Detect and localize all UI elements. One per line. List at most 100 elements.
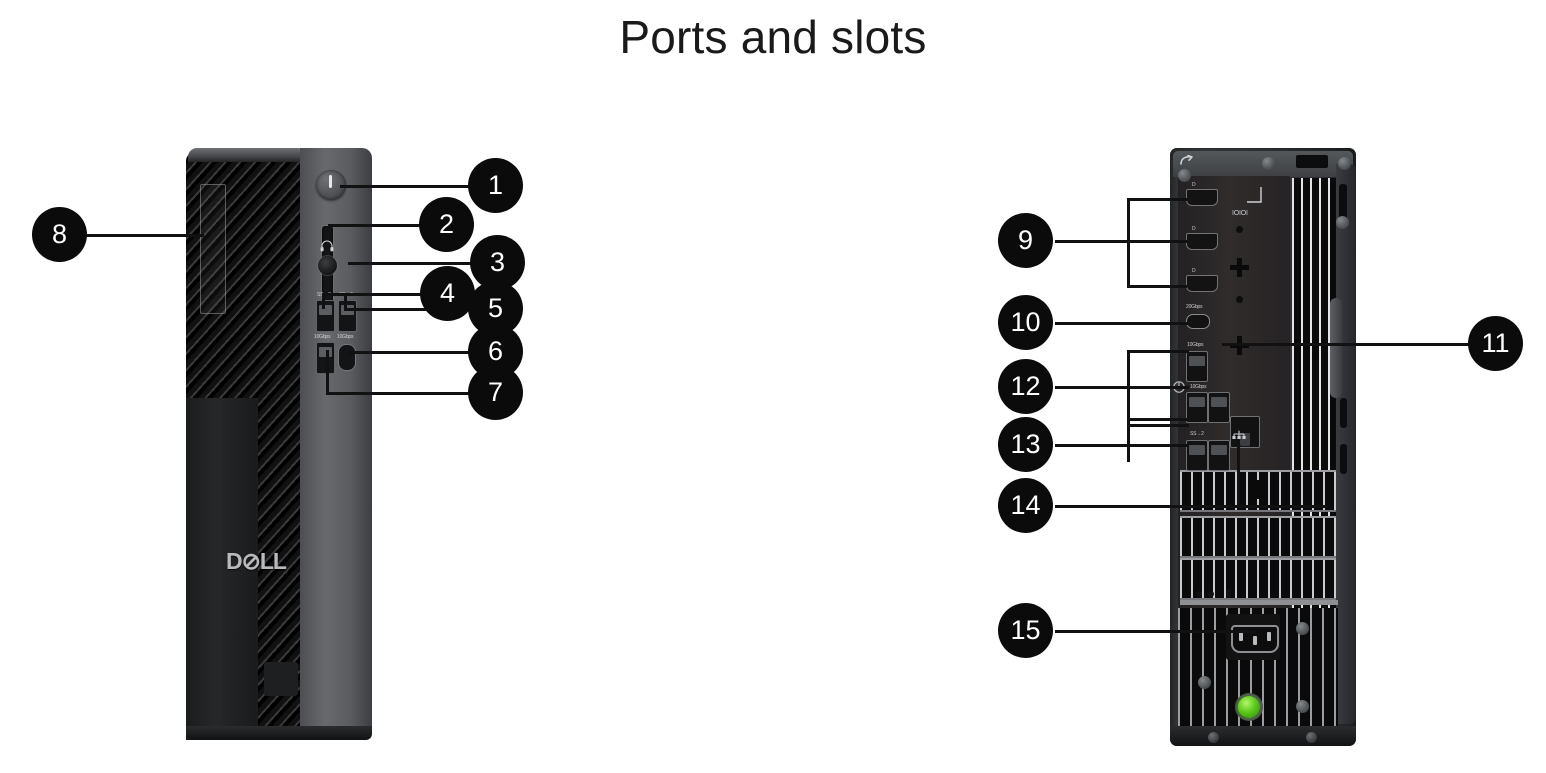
dell-logo: D⊘LL	[226, 548, 287, 574]
foot-screw-right	[1306, 732, 1317, 743]
displayport-1	[1186, 189, 1218, 206]
usb-a-port-right	[338, 300, 357, 332]
dp-3-label: D	[1192, 268, 1196, 274]
callout-badge-11[interactable]: 11	[1468, 316, 1523, 371]
chassis-dot-1	[1196, 591, 1202, 597]
expansion-bracket-divider	[1180, 600, 1338, 605]
power-pin-left	[1239, 632, 1243, 641]
usb-bottom-right-label: 10Gbps	[337, 334, 354, 340]
front-bezel	[300, 148, 372, 740]
rear-view-illustration: D D D IOIOI 20Gbps 10Gbps 10Gbps SS→2	[1170, 148, 1356, 748]
power-pin-right	[1267, 632, 1271, 641]
usb-bottom-left-label: 10Gbps	[314, 334, 331, 340]
psu-screw-bottom-right	[1296, 700, 1309, 713]
dp-1-label: D	[1192, 182, 1196, 188]
callout-badge-10[interactable]: 10	[998, 295, 1053, 350]
bracket-corner-icon	[1247, 187, 1262, 203]
leader-line-11	[1222, 343, 1474, 346]
kensington-lock-slot	[1339, 184, 1347, 224]
leader-line-2	[328, 224, 424, 227]
usb-a-rear-low-2	[1208, 440, 1230, 471]
leader-line-1	[340, 185, 472, 188]
callout-badge-9[interactable]: 9	[998, 213, 1053, 268]
dp-2-label: D	[1192, 226, 1196, 232]
callout-badge-3[interactable]: 3	[470, 235, 525, 290]
release-latch-arrow-icon	[1180, 155, 1193, 165]
leader-line-5	[344, 308, 472, 311]
callout-badge-15[interactable]: 15	[998, 603, 1053, 658]
usb-a-rear-low-1	[1186, 440, 1208, 471]
rear-handle-bar	[1330, 298, 1342, 398]
psu-screw-right	[1296, 622, 1309, 635]
page-title: Ports and slots	[619, 11, 927, 63]
rear-screw-top-left	[1178, 169, 1191, 182]
psu-screw-left	[1198, 676, 1211, 689]
expansion-slot-plus-icon	[1248, 480, 1267, 499]
headphone-icon	[320, 240, 334, 252]
leader-line-7	[326, 392, 472, 395]
power-icon	[329, 175, 332, 188]
bracket-13-vert	[1127, 418, 1130, 462]
leader-line-13	[1055, 444, 1189, 447]
usb-low-label: SS→2	[1190, 431, 1204, 437]
callout-badge-14[interactable]: 14	[998, 478, 1053, 533]
power-connector-inner	[1231, 625, 1279, 653]
leader-line-12	[1055, 386, 1189, 389]
usb-a-port-left	[316, 300, 335, 332]
callout-badge-7[interactable]: 7	[468, 365, 523, 420]
leader-ethernet-vert	[1237, 440, 1240, 506]
leader-line-10	[1055, 322, 1191, 325]
bracket-12-bot	[1127, 424, 1189, 427]
leader-line-8	[86, 234, 204, 237]
ethernet-port	[1230, 416, 1260, 448]
headphone-jack	[318, 256, 337, 275]
chassis-dot-3	[1226, 589, 1231, 598]
rear-foot	[1170, 726, 1356, 746]
callout-badge-8[interactable]: 8	[32, 207, 87, 262]
front-badge	[264, 662, 298, 696]
displayport-3	[1186, 275, 1218, 292]
leader-line-5-vert	[344, 296, 347, 310]
callout-badge-4[interactable]: 4	[420, 266, 475, 321]
leader-line-9	[1055, 240, 1187, 243]
rear-screw-thumb	[1336, 216, 1349, 229]
callout-badge-13[interactable]: 13	[998, 417, 1053, 472]
usb-a-rear-mid-3	[1208, 392, 1230, 423]
callout-badge-2[interactable]: 2	[419, 197, 474, 252]
rear-padlock-loop-lower	[1340, 444, 1347, 474]
usb-c-port-rear	[1186, 314, 1210, 329]
leader-line-15	[1055, 630, 1255, 633]
io-dot-upper	[1236, 226, 1243, 233]
leader-line-3	[348, 262, 474, 265]
leader-line-4	[322, 293, 424, 296]
io-plus-upper	[1230, 258, 1249, 277]
front-foot	[186, 726, 372, 740]
foot-screw-left	[1208, 732, 1219, 743]
usb-c-port	[338, 344, 356, 371]
psu-diagnostic-led	[1238, 696, 1260, 718]
bracket-13-top	[1127, 418, 1189, 421]
bracket-9-vert	[1127, 198, 1130, 288]
rear-screw-top-mid	[1262, 157, 1275, 170]
leader-line-4-vert	[322, 293, 325, 309]
serial-port-label: IOIOI	[1232, 210, 1248, 217]
leader-line-14	[1055, 505, 1327, 508]
front-view-illustration: SS→2 SS→2 10Gbps 10Gbps D⊘LL	[186, 148, 372, 740]
displayport-2	[1186, 233, 1218, 250]
side-panel-release-area	[200, 184, 226, 314]
bracket-9-bot	[1127, 285, 1187, 288]
callout-badge-1[interactable]: 1	[468, 158, 523, 213]
expansion-card-slot-3	[1180, 558, 1336, 600]
front-top-bevel	[188, 148, 304, 162]
power-connector-port	[1226, 614, 1280, 660]
leader-line-7-vert	[326, 350, 329, 394]
network-icon	[1232, 430, 1246, 439]
rear-screw-top-right	[1338, 157, 1351, 170]
usb-mid-1-label: 10Gbps	[1187, 342, 1204, 348]
usb-a-port-bottom	[316, 342, 335, 374]
usb-mid-2-label: 10Gbps	[1190, 384, 1207, 390]
front-bezel-lower	[186, 398, 258, 740]
callout-badge-12[interactable]: 12	[998, 359, 1053, 414]
chassis-dot-2	[1208, 591, 1214, 597]
